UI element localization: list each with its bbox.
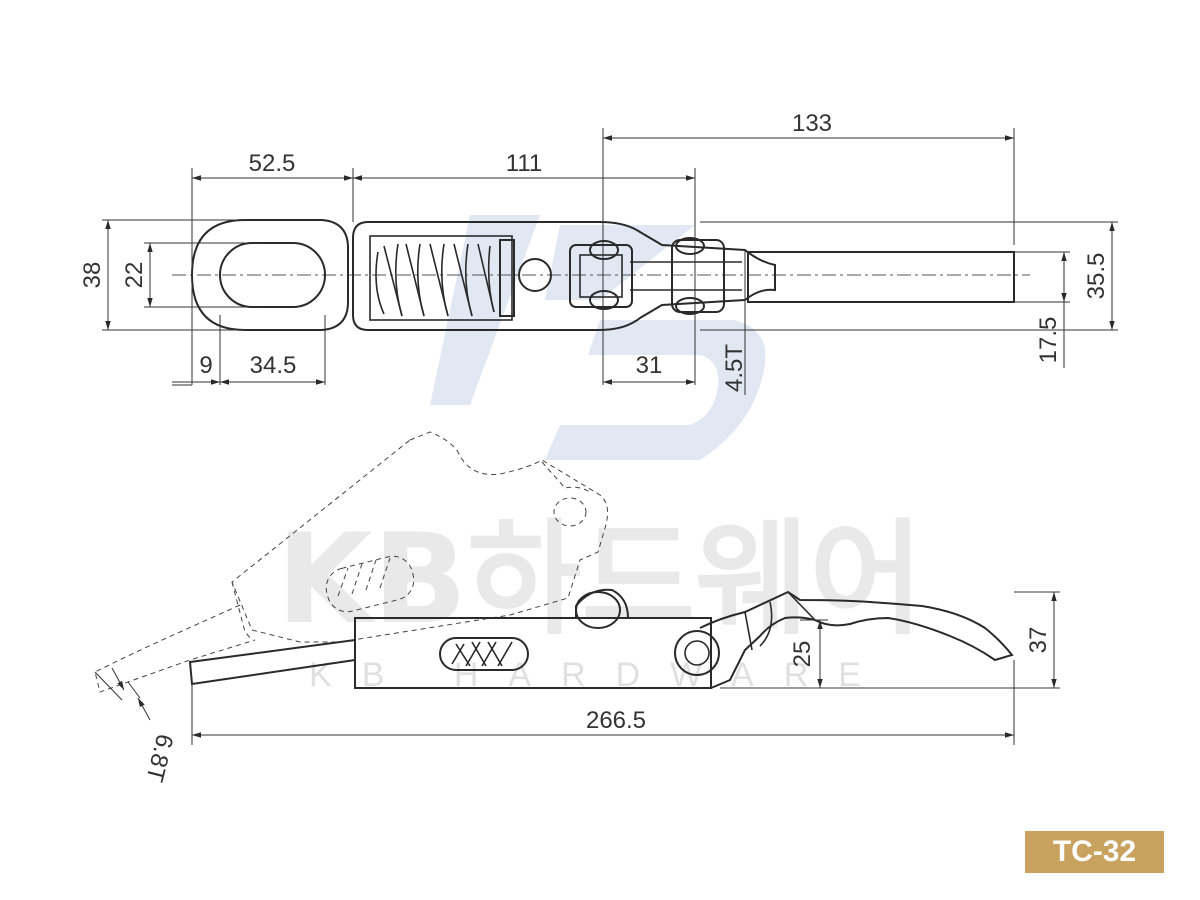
- dim-38: 38: [79, 262, 106, 289]
- top-view: 133 52.5 111 38 22 9 34.5 31 4.5T 35.5 1…: [79, 110, 1118, 395]
- dim-266-5: 266.5: [586, 707, 646, 734]
- lever-handle: [699, 590, 1014, 689]
- dim-4-5t: 4.5T: [721, 344, 748, 392]
- spring: [375, 243, 495, 317]
- dim-52-5: 52.5: [249, 150, 296, 177]
- dim-34-5: 34.5: [250, 352, 297, 379]
- dim-22: 22: [121, 262, 148, 289]
- dim-31: 31: [636, 352, 663, 379]
- dim-17-5: 17.5: [1035, 317, 1062, 364]
- model-badge: TC-32: [1025, 831, 1164, 873]
- dim-35-5: 35.5: [1083, 253, 1110, 300]
- side-view: 266.5 25 37 6.8T: [94, 431, 1060, 785]
- dim-133: 133: [792, 110, 832, 137]
- latch-bar: [747, 251, 1015, 303]
- dim-6-8t: 6.8T: [140, 731, 178, 784]
- dim-9: 9: [199, 352, 212, 379]
- dim-111: 111: [506, 150, 542, 177]
- dim-25: 25: [789, 641, 816, 668]
- open-position-phantom: [94, 431, 609, 693]
- latch-body: [188, 588, 720, 689]
- top-extension-lines: [102, 128, 1118, 395]
- brand-watermark: KB하드웨어: [277, 508, 924, 652]
- dim-37: 37: [1025, 627, 1052, 654]
- side-dimension-lines: [111, 592, 1057, 738]
- watermark: KB하드웨어 KB HARDWARE: [277, 215, 924, 694]
- top-dimension-lines: [105, 135, 1115, 385]
